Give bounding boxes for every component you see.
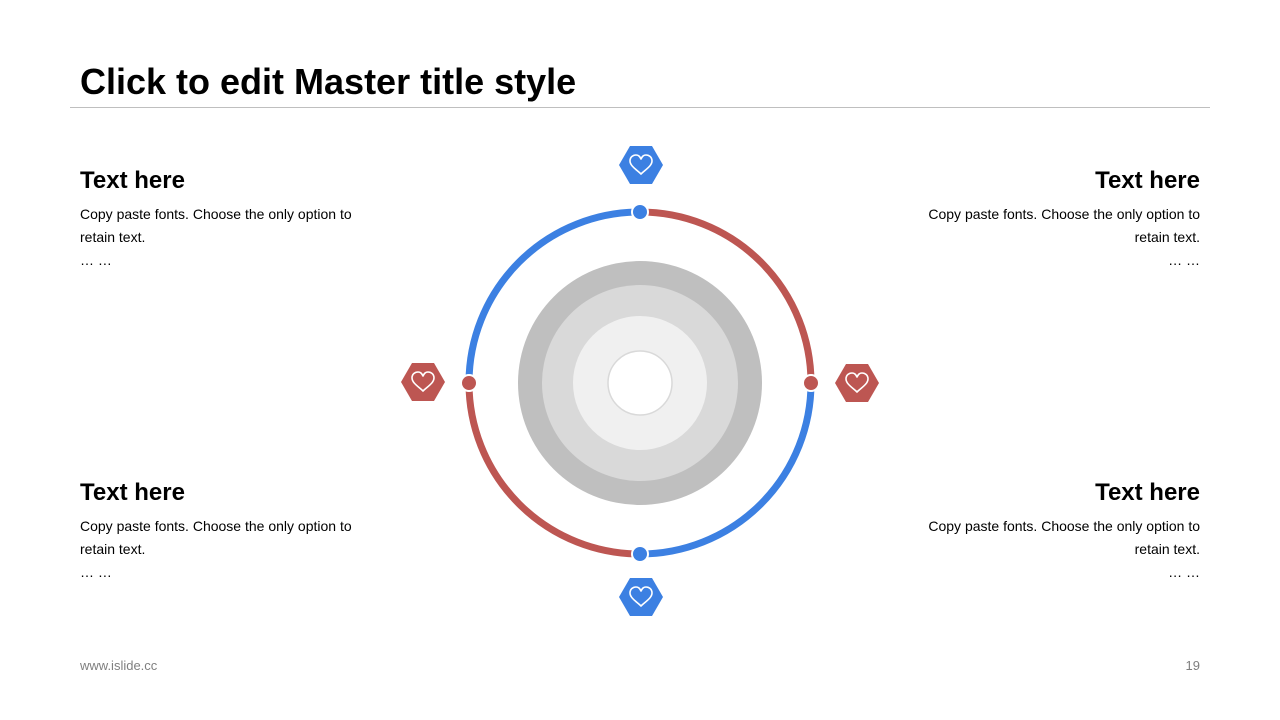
dot-bottom <box>631 545 649 563</box>
hexagon-shape <box>619 146 663 184</box>
heart-icon <box>845 372 869 393</box>
block-heading: Text here <box>80 167 185 194</box>
dot-top <box>631 203 649 221</box>
arc-top-right <box>639 208 815 384</box>
center-disc <box>607 350 673 416</box>
dot-left <box>460 374 478 392</box>
heart-icon <box>629 154 653 175</box>
text-block-bottom-left[interactable]: Text here Copy paste fonts. Choose the o… <box>80 478 380 584</box>
hex-badge-right[interactable] <box>835 364 879 402</box>
block-body: Copy paste fonts. Choose the only option… <box>80 518 352 557</box>
arc-bottom-right <box>639 382 815 558</box>
heart-icon <box>411 371 435 392</box>
block-heading: Text here <box>1095 167 1200 194</box>
block-ellipsis: … … <box>80 564 112 580</box>
hex-badge-left[interactable] <box>401 363 445 401</box>
block-body: Copy paste fonts. Choose the only option… <box>928 206 1200 245</box>
block-heading: Text here <box>80 479 185 506</box>
hex-badge-bottom[interactable] <box>619 578 663 616</box>
block-body: Copy paste fonts. Choose the only option… <box>80 206 352 245</box>
text-block-top-left[interactable]: Text here Copy paste fonts. Choose the o… <box>80 166 380 272</box>
title-divider <box>70 107 1210 108</box>
block-ellipsis: … … <box>80 252 112 268</box>
hex-badge-top[interactable] <box>619 146 663 184</box>
slide-title[interactable]: Click to edit Master title style <box>80 61 577 102</box>
hexagon-shape <box>619 578 663 616</box>
block-ellipsis: … … <box>1168 564 1200 580</box>
text-block-top-right[interactable]: Text here Copy paste fonts. Choose the o… <box>900 166 1200 272</box>
footer-url: www.islide.cc <box>80 658 158 673</box>
text-block-bottom-right[interactable]: Text here Copy paste fonts. Choose the o… <box>900 478 1200 584</box>
dot-right <box>802 374 820 392</box>
hexagon-shape <box>835 364 879 402</box>
arc-top-left <box>465 208 641 384</box>
arc-bottom-left <box>465 382 641 558</box>
block-body: Copy paste fonts. Choose the only option… <box>928 518 1200 557</box>
page-number: 19 <box>1185 658 1200 673</box>
block-ellipsis: … … <box>1168 252 1200 268</box>
heart-icon <box>629 586 653 607</box>
block-heading: Text here <box>1095 479 1200 506</box>
hexagon-shape <box>401 363 445 401</box>
